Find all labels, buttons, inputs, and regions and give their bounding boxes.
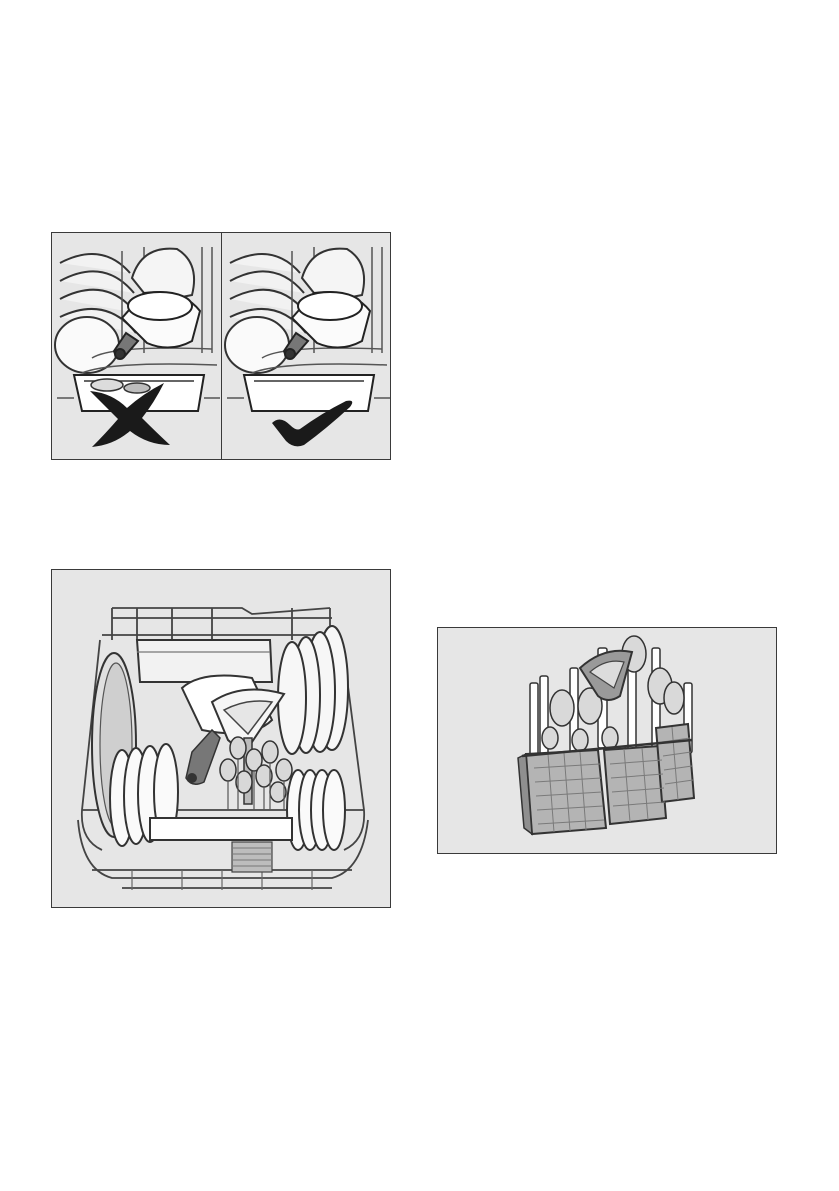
- cutlery-basket-figure: [437, 627, 777, 854]
- correct-loading-panel: [222, 233, 391, 459]
- lower-basket-figure: [51, 569, 391, 908]
- wrong-loading-panel: [52, 233, 221, 459]
- loading-comparison-figure: [51, 232, 391, 460]
